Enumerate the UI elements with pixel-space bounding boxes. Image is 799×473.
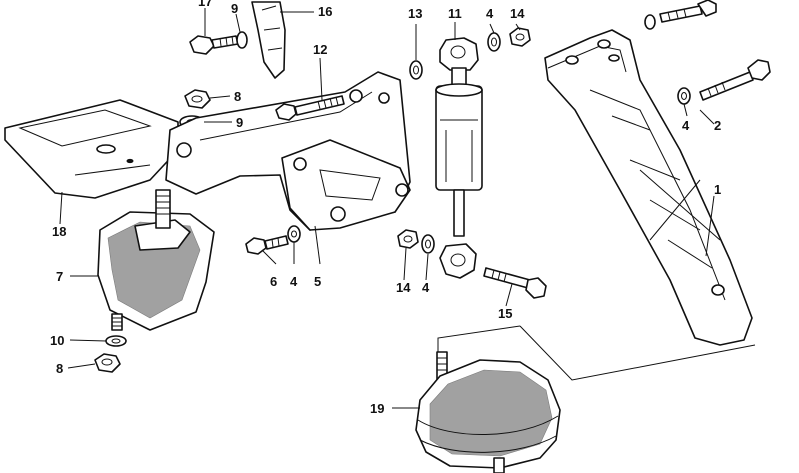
callout-6: 6 (270, 274, 277, 289)
callout-4-top: 4 (486, 6, 494, 21)
callout-14-lower: 14 (396, 280, 411, 295)
bracket-right (544, 29, 753, 346)
callout-18: 18 (52, 224, 66, 239)
nut-upper-left (184, 89, 211, 109)
washer-4-top (487, 32, 501, 52)
callout-4-right: 4 (682, 118, 690, 133)
engine-mount-19 (415, 351, 561, 473)
callout-9-upper: 9 (236, 115, 243, 130)
callout-2: 2 (714, 118, 721, 133)
callout-8-lower: 8 (56, 361, 63, 376)
callout-13: 13 (408, 6, 422, 21)
bolt-top-left (189, 31, 248, 55)
callout-17: 17 (198, 0, 212, 9)
nut-14-lower (397, 229, 419, 249)
bolt-top-right (644, 0, 717, 30)
leader-lines (59, 8, 715, 409)
nut-lower-left (94, 353, 121, 373)
engine-bracket (165, 71, 411, 231)
bolt-12 (275, 95, 345, 121)
callout-1: 1 (714, 182, 721, 197)
damper (435, 37, 483, 279)
callout-4-bracket: 4 (290, 274, 298, 289)
callout-16: 16 (318, 4, 332, 19)
callout-5: 5 (314, 274, 321, 289)
callout-19: 19 (370, 401, 384, 416)
callout-10: 10 (50, 333, 64, 348)
assembly-connector-line (437, 325, 756, 381)
washer-4-lower (287, 225, 301, 243)
rubber-mount-left (97, 189, 215, 331)
callout-14-top: 14 (510, 6, 525, 21)
callout-labels: 1 2 4 4 4 4 5 6 7 8 8 9 9 10 11 12 13 14… (50, 0, 721, 416)
callout-7: 7 (56, 269, 63, 284)
callout-12: 12 (313, 42, 327, 57)
nut-14-top (509, 27, 531, 47)
washer-4-lower-damper (421, 234, 435, 254)
callout-9-top: 9 (231, 1, 238, 16)
washer-13 (409, 60, 423, 80)
bolt-6 (245, 235, 289, 255)
callout-4-damper: 4 (422, 280, 430, 295)
callout-8-upper: 8 (234, 89, 241, 104)
washer-4-right (677, 87, 691, 105)
bracket-top (251, 1, 286, 79)
bolt-15 (483, 267, 547, 299)
bolt-2 (699, 59, 771, 101)
washer-lower-left (105, 335, 127, 347)
callout-11: 11 (448, 6, 462, 21)
base-plate (4, 99, 179, 199)
callout-15: 15 (498, 306, 512, 321)
